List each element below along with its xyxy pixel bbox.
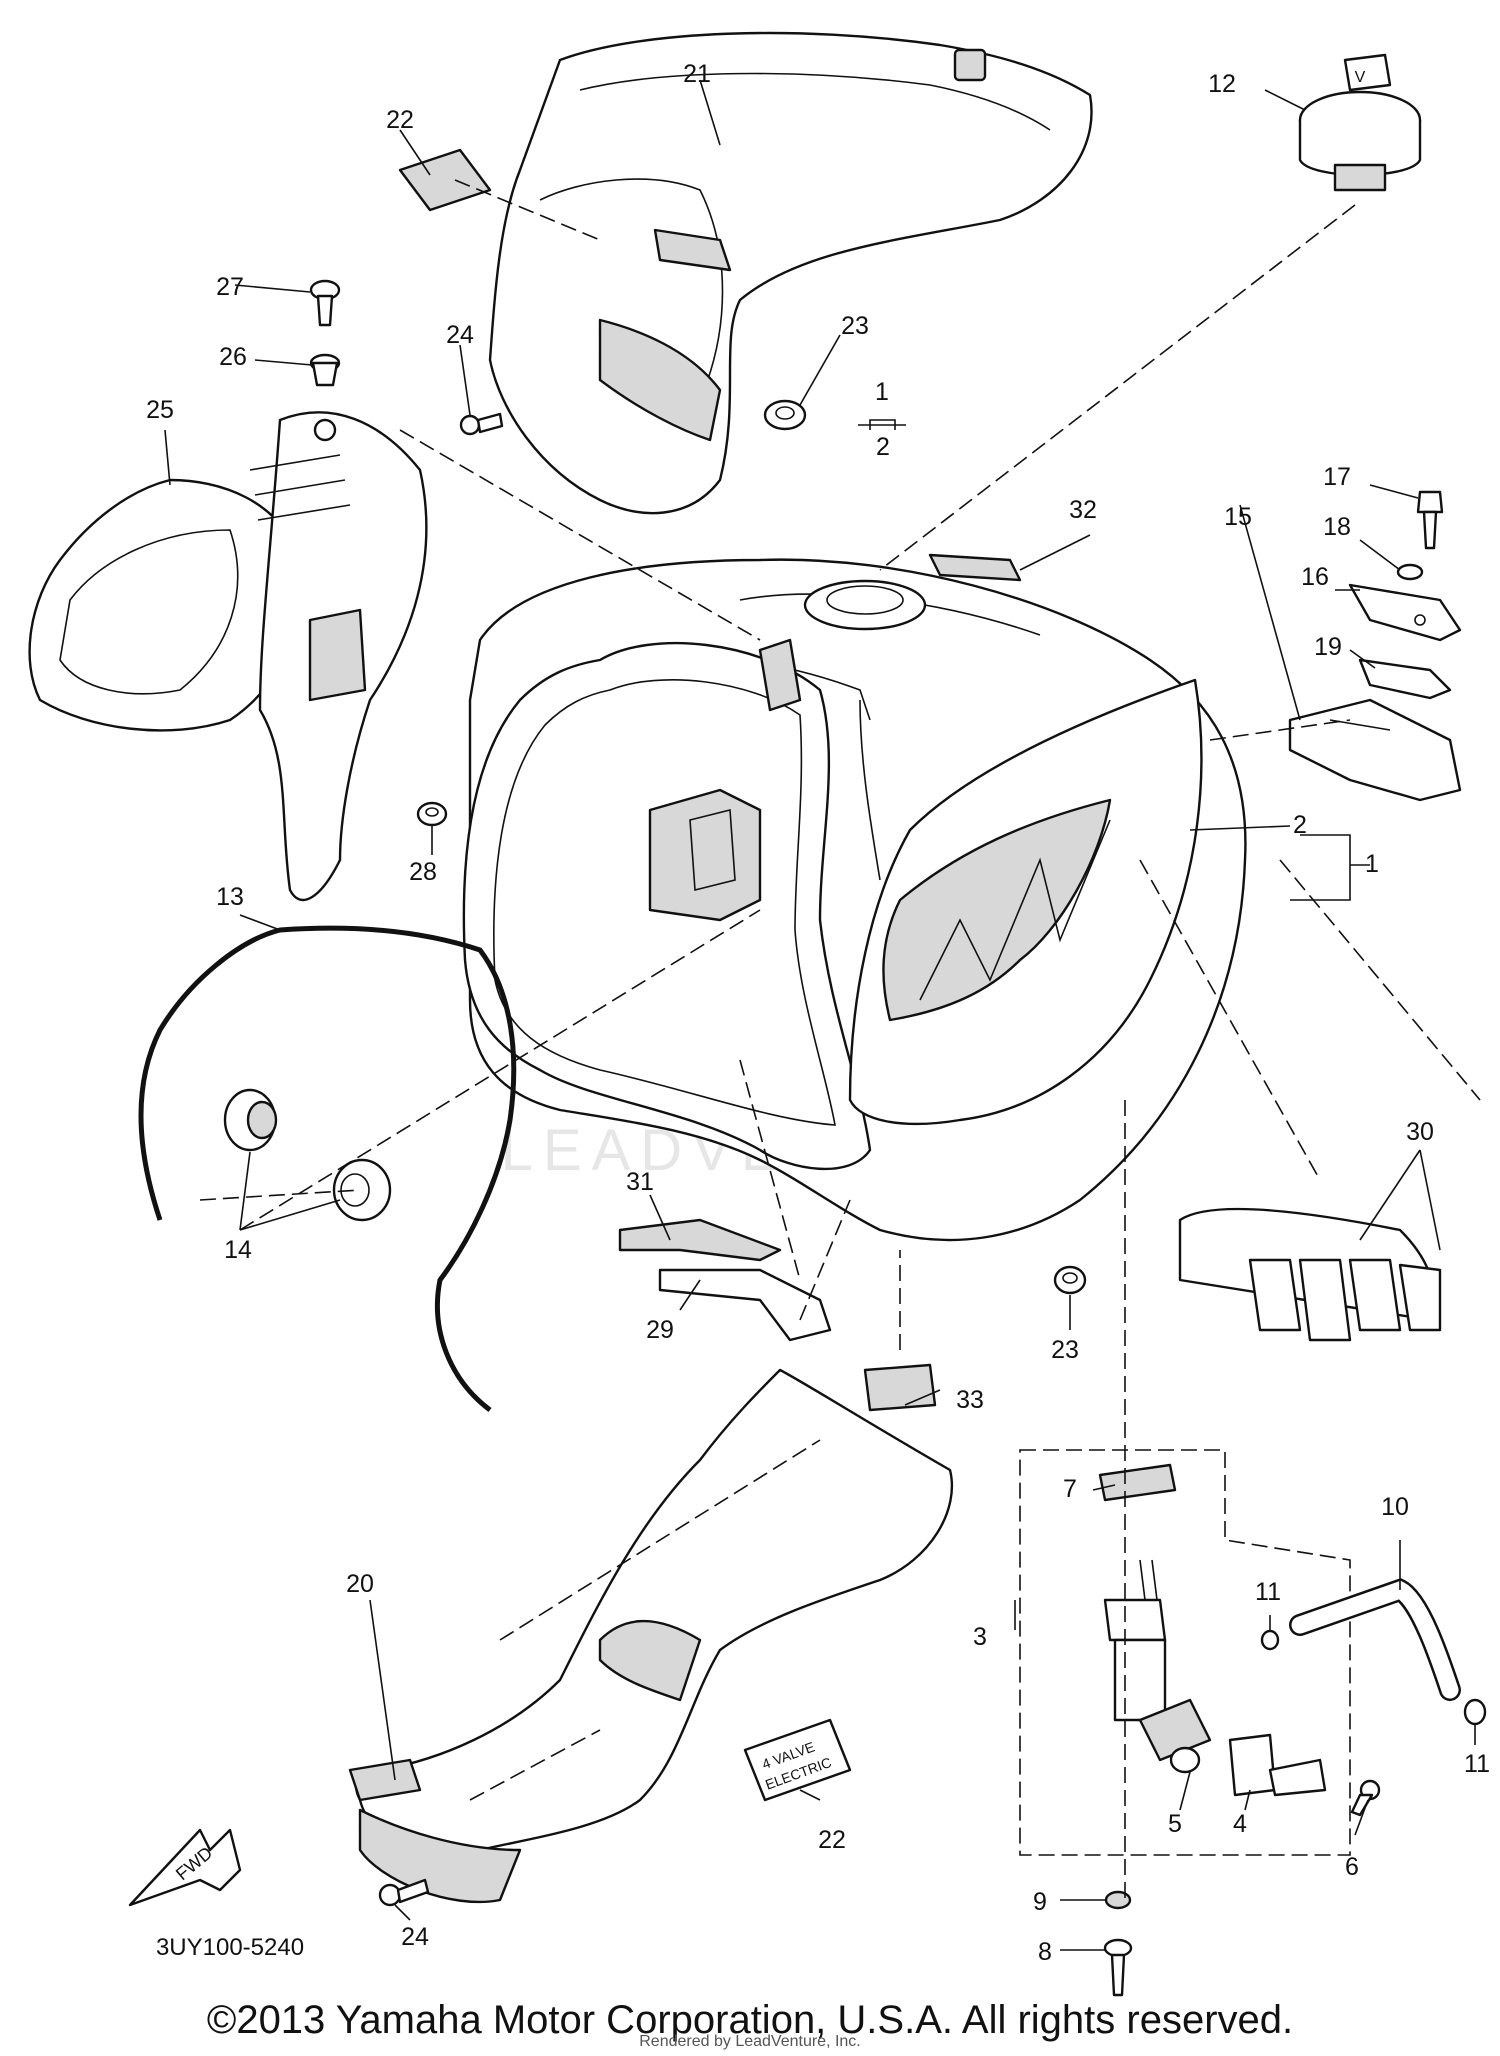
bracket-15 xyxy=(1288,698,1462,802)
callout-1a: 1 xyxy=(875,378,889,406)
callout-7: 7 xyxy=(1063,1475,1077,1503)
callout-32: 32 xyxy=(1069,496,1097,524)
callout-24a: 24 xyxy=(446,321,474,349)
screw-6 xyxy=(1350,1779,1381,1817)
callout-2b: 2 xyxy=(1293,811,1307,839)
bracket-19 xyxy=(1358,658,1452,700)
fuel-cock-assy-box xyxy=(1019,1449,1351,1856)
fwd-arrow-icon: FWD xyxy=(128,1828,242,1907)
fuel-hose-10-inner xyxy=(1291,1580,1459,1699)
filler-neck xyxy=(803,579,927,631)
heat-shield-30 xyxy=(1178,1207,1442,1342)
grommet-23-top xyxy=(763,399,807,431)
callout-15: 15 xyxy=(1224,503,1252,531)
callout-4: 4 xyxy=(1233,1810,1247,1838)
callout-labels: 21 22 12 27 26 24 23 1 2 25 32 17 18 16 … xyxy=(146,60,1490,1966)
grommet-28 xyxy=(416,801,448,827)
washer-9 xyxy=(1104,1890,1132,1910)
damper-14 xyxy=(223,1088,392,1222)
bolt-17 xyxy=(1416,490,1444,550)
callout-22b: 22 xyxy=(818,1826,846,1854)
figure-code: 3UY100-5240 xyxy=(156,1934,304,1961)
tank-rear-frame xyxy=(462,638,872,1171)
callout-20: 20 xyxy=(346,1570,374,1598)
callout-1b: 1 xyxy=(1365,850,1379,878)
callout-14: 14 xyxy=(224,1236,252,1264)
decal-22-bottom: 4 VALVE ELECTRIC xyxy=(743,1718,852,1802)
callout-28: 28 xyxy=(409,858,437,886)
tank-side-decal xyxy=(848,678,1203,1126)
reference-lines xyxy=(199,179,1481,1900)
callout-19: 19 xyxy=(1314,633,1342,661)
callout-11b: 11 xyxy=(1464,1750,1490,1778)
tank-band-13 xyxy=(138,925,517,1412)
grommet-23-bottom xyxy=(1053,1265,1087,1295)
callout-30: 30 xyxy=(1406,1118,1434,1146)
fuel-cock-3 xyxy=(1103,1559,1212,1762)
decal-32 xyxy=(928,553,1022,582)
bracket-29 xyxy=(658,1268,832,1342)
render-note: Rendered by LeadVenture, Inc. xyxy=(639,2033,861,2050)
bolt-8 xyxy=(1103,1938,1133,1997)
bolt-24-bottom xyxy=(378,1878,430,1907)
callout-2a: 2 xyxy=(876,433,890,461)
callout-27: 27 xyxy=(216,273,244,301)
fuel-cap-12: V xyxy=(1298,53,1422,192)
callout-18: 18 xyxy=(1323,513,1351,541)
callout-11a: 11 xyxy=(1255,1578,1281,1606)
callout-16: 16 xyxy=(1301,563,1329,591)
gasket-5 xyxy=(1169,1746,1201,1774)
callout-25: 25 xyxy=(146,396,174,424)
callout-33: 33 xyxy=(956,1386,984,1414)
strainer-7 xyxy=(1098,1463,1177,1502)
callout-10: 10 xyxy=(1381,1493,1409,1521)
pad-31 xyxy=(618,1218,782,1262)
callout-3: 3 xyxy=(973,1623,987,1651)
bolt-24-top xyxy=(459,412,504,436)
callout-26: 26 xyxy=(219,343,247,371)
callout-9: 9 xyxy=(1033,1888,1047,1916)
clip-11-a xyxy=(1260,1629,1280,1651)
leader-lines xyxy=(164,79,1476,1951)
top-cover-21 xyxy=(488,31,1093,515)
collar-26 xyxy=(309,353,341,387)
bracket-16 xyxy=(1348,583,1462,642)
callout-22a: 22 xyxy=(386,106,414,134)
callout-23a: 23 xyxy=(841,312,869,340)
callout-31: 31 xyxy=(626,1168,654,1196)
washer-18 xyxy=(1396,563,1424,581)
callout-12: 12 xyxy=(1208,70,1236,98)
svg-text:V: V xyxy=(1355,69,1366,86)
clip-11-b xyxy=(1463,1698,1487,1726)
callout-5: 5 xyxy=(1168,1810,1182,1838)
callout-23b: 23 xyxy=(1051,1336,1079,1364)
lever-4 xyxy=(1228,1733,1327,1797)
side-cover-25 xyxy=(28,411,428,902)
callout-17: 17 xyxy=(1323,463,1351,491)
callout-21: 21 xyxy=(683,60,711,88)
seal-33 xyxy=(863,1363,937,1412)
callout-13: 13 xyxy=(216,883,244,911)
lower-cover-20 xyxy=(348,1368,954,1904)
bolt-27 xyxy=(309,279,341,327)
callout-6: 6 xyxy=(1345,1853,1359,1881)
copyright: ©2013 Yamaha Motor Corporation, U.S.A. A… xyxy=(207,1998,1293,2042)
callout-24b: 24 xyxy=(401,1923,429,1951)
seal-22-top xyxy=(398,148,492,212)
callout-8: 8 xyxy=(1038,1938,1052,1966)
callout-29: 29 xyxy=(646,1316,674,1344)
